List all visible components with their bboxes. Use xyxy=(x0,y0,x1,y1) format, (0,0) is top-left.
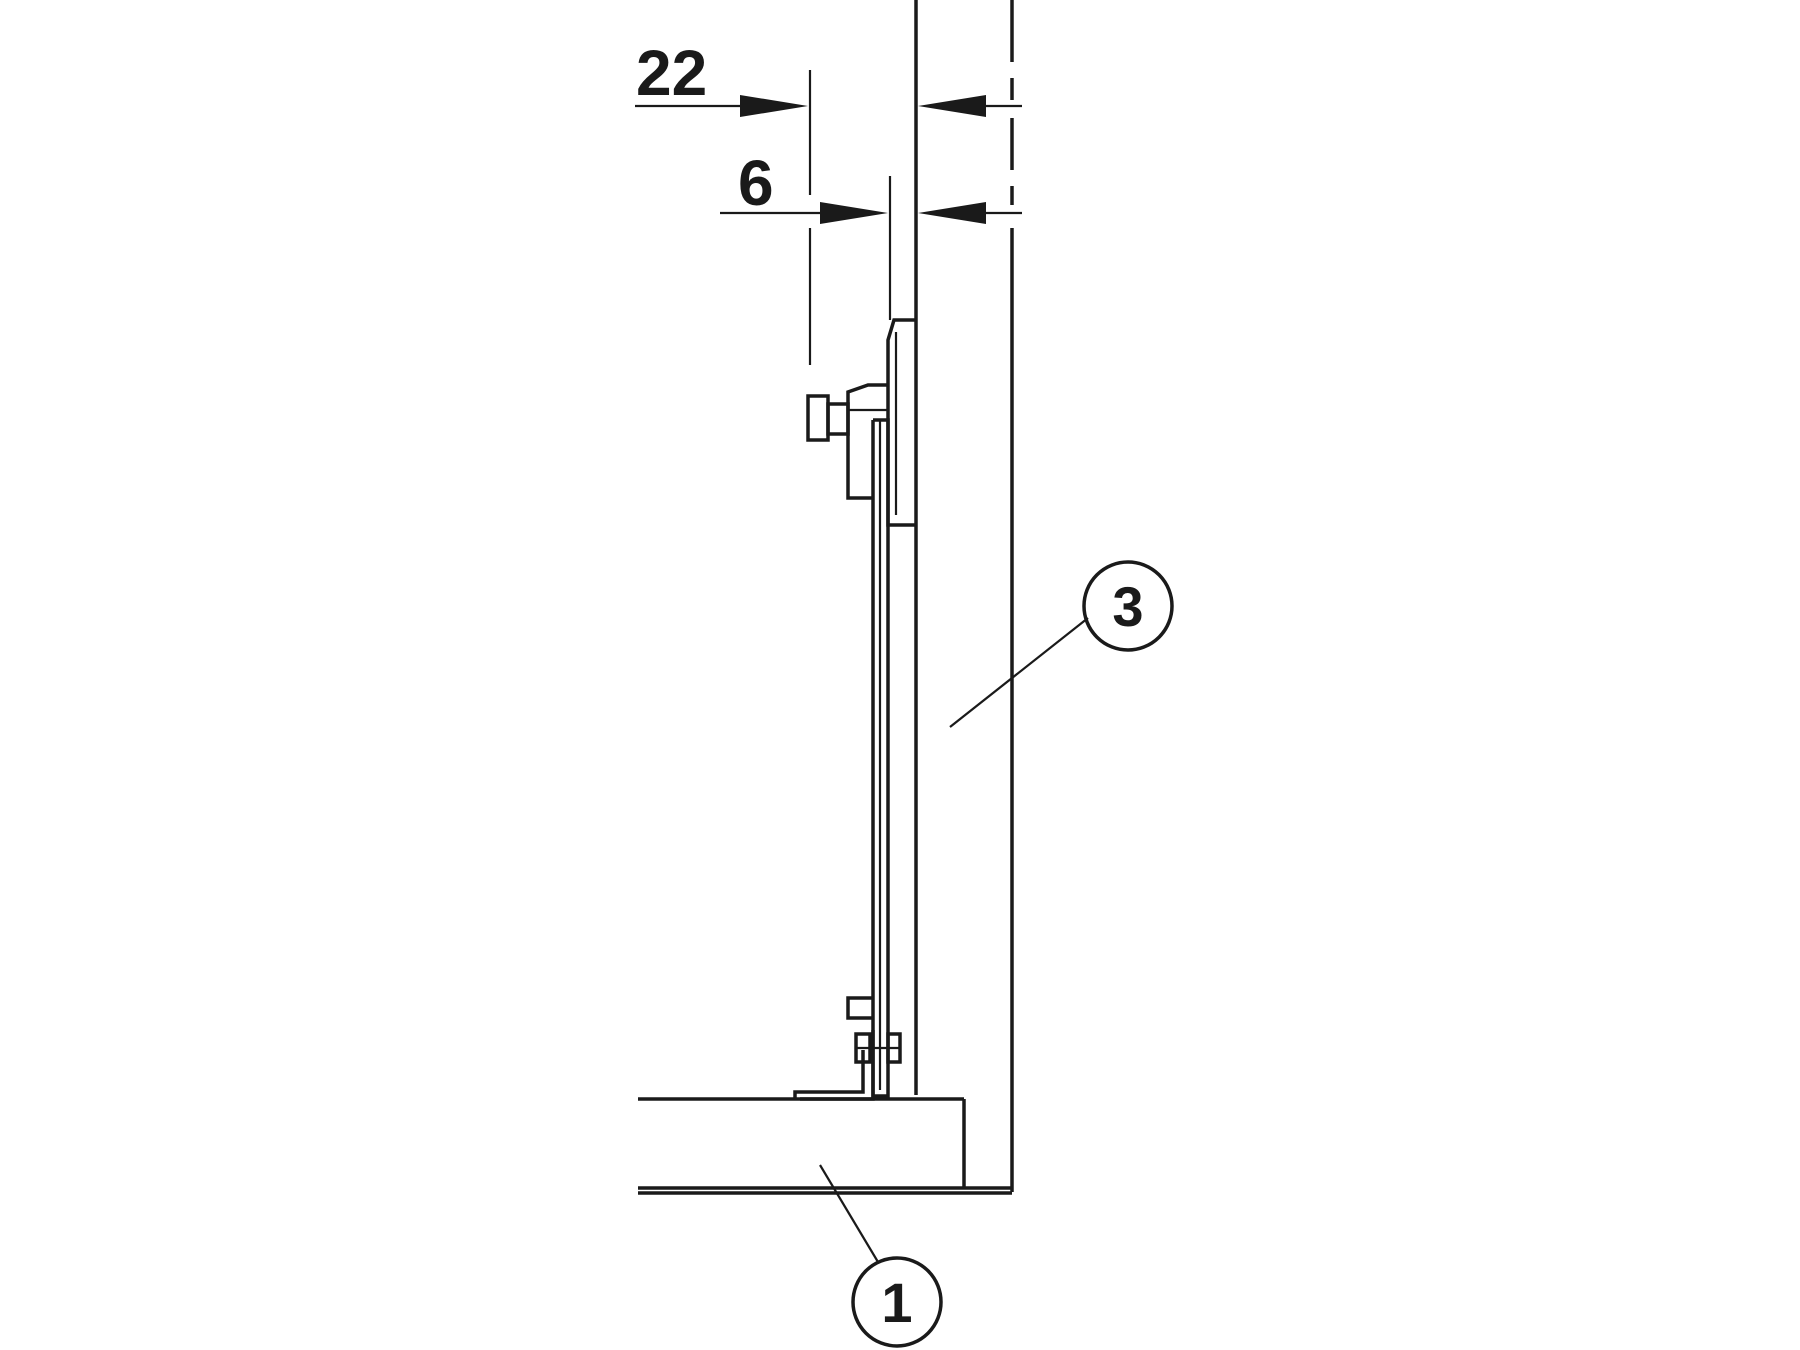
callout-circle-1 xyxy=(851,1256,943,1348)
adjuster-bracket xyxy=(846,383,888,500)
adjusting-screw-head xyxy=(806,394,830,442)
callout-circle-3 xyxy=(1082,560,1174,652)
lower-clip xyxy=(846,996,873,1020)
dimension-label-22: 22 xyxy=(636,37,707,109)
bottom-panel xyxy=(638,1097,1012,1195)
arrow-22-left xyxy=(740,95,808,117)
callout-label-3: 3 xyxy=(1112,575,1143,638)
leader-line-3 xyxy=(949,617,1089,728)
arrow-22-right xyxy=(918,95,986,117)
arrow-6-right xyxy=(918,202,986,224)
side-panel xyxy=(914,0,1014,1192)
mounting-block xyxy=(886,318,916,527)
drawer-side-profile xyxy=(793,318,916,1101)
dimension-6: 6 xyxy=(720,147,1022,365)
angle-foot-inner xyxy=(800,1030,875,1101)
callout-label-1: 1 xyxy=(881,1271,912,1334)
adjusting-screw-shaft xyxy=(826,402,850,436)
dimension-22: 22 xyxy=(635,37,1022,195)
drawer-side-plate xyxy=(871,418,890,1098)
dimension-label-6: 6 xyxy=(738,147,774,219)
leader-line-1 xyxy=(819,1164,879,1263)
angle-foot xyxy=(793,1050,865,1099)
callout-1: 1 xyxy=(819,1164,943,1348)
callout-3: 3 xyxy=(949,560,1174,728)
arrow-6-left xyxy=(820,202,888,224)
